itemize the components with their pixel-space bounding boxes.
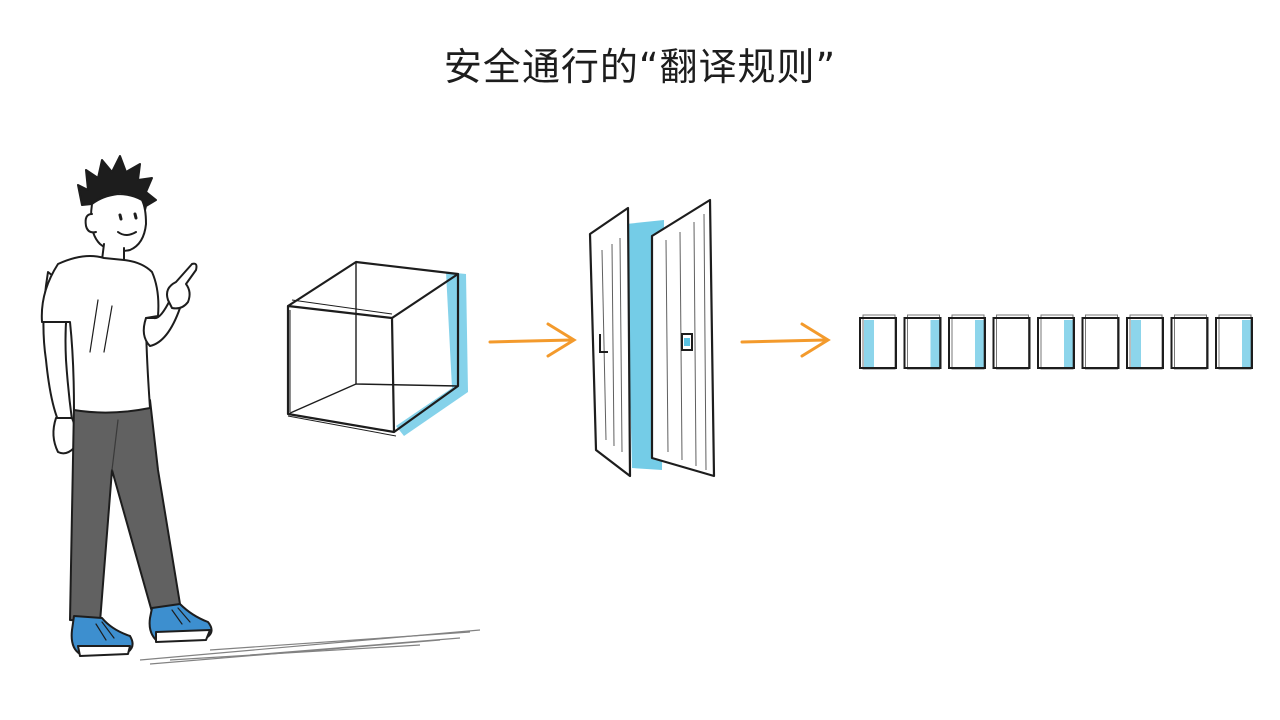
small-box [948,314,986,370]
page-title: 安全通行的“翻译规则” [443,45,837,89]
left-shoe [70,615,134,655]
cube-icon [286,260,468,437]
head [90,193,147,253]
arrow-right-icon [740,322,831,358]
small-box [1037,314,1075,370]
door-icon [588,198,716,478]
small-box [992,314,1031,370]
small-box [903,314,942,370]
small-box [859,314,897,370]
small-box [1170,314,1209,370]
person-figure [40,155,213,657]
small-box [1081,314,1120,370]
small-box [1215,314,1253,370]
small-box [1126,314,1164,370]
pants [69,399,181,623]
arrow-right-icon [488,322,577,358]
ground-shadow [139,629,481,665]
box-row-icon [859,314,1253,370]
shirt [40,255,160,414]
